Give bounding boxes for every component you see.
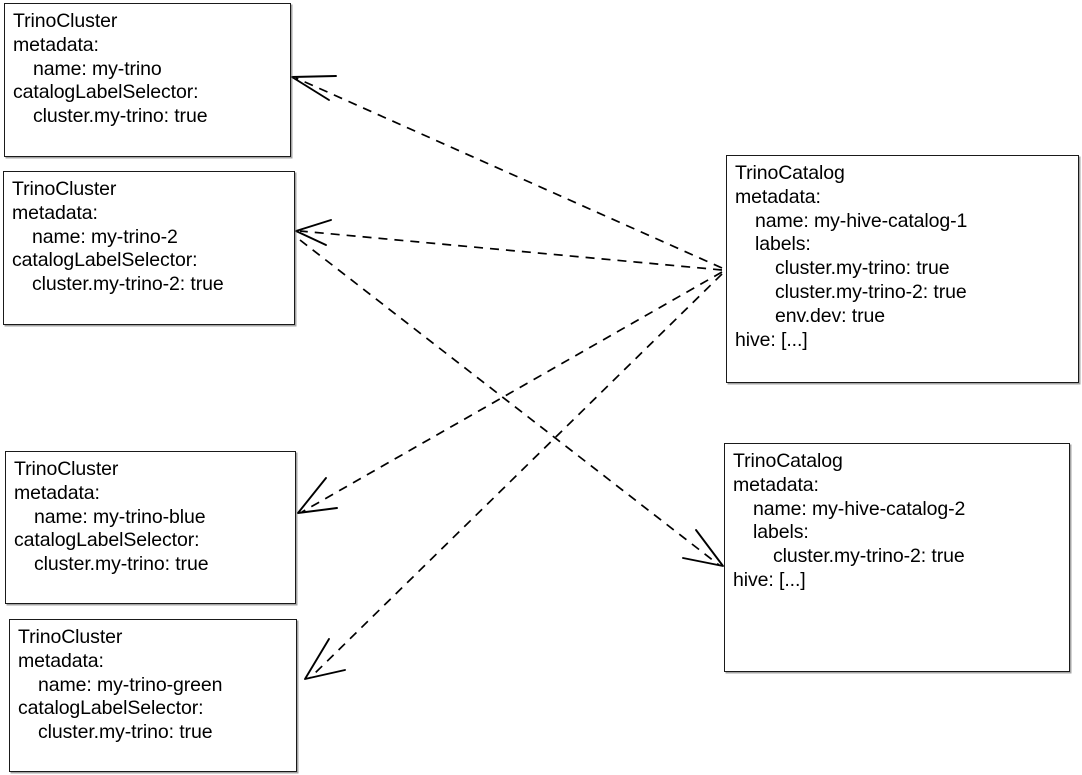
node-hive-line: hive: [...] [735, 328, 808, 351]
node-trinocluster-my-trino-blue[interactable]: TrinoCluster metadata: name: my-trino-bl… [5, 451, 296, 604]
node-selector-label: catalogLabelSelector: [18, 697, 204, 720]
node-name-line: name: my-trino-blue [34, 505, 206, 528]
node-metadata-label: metadata: [733, 473, 819, 496]
edge-my-trino-2-to-catalog2 [299, 239, 724, 567]
node-name-line: name: my-hive-catalog-2 [753, 497, 966, 520]
node-metadata-label: metadata: [12, 201, 98, 224]
node-selector-label: catalogLabelSelector: [12, 249, 198, 272]
node-labels-label: labels: [753, 521, 809, 544]
node-trinocluster-my-trino-2[interactable]: TrinoCluster metadata: name: my-trino-2 … [3, 171, 295, 325]
node-label-entry-1: cluster.my-trino: true [775, 257, 950, 280]
node-kind-label: TrinoCluster [14, 458, 119, 480]
node-trinocatalog-my-hive-catalog-1[interactable]: TrinoCatalog metadata: name: my-hive-cat… [726, 155, 1079, 383]
edge-catalog1-to-my-trino [291, 75, 723, 269]
node-trinocluster-my-trino-green[interactable]: TrinoCluster metadata: name: my-trino-gr… [9, 619, 297, 772]
node-metadata-label: metadata: [13, 33, 99, 56]
node-selector-line: cluster.my-trino: true [34, 553, 209, 576]
node-name-line: name: my-trino-2 [32, 225, 178, 248]
node-metadata-label: metadata: [14, 481, 100, 504]
node-metadata-label: metadata: [18, 649, 104, 672]
edge-catalog1-to-my-trino-green [304, 273, 723, 680]
node-labels-label: labels: [755, 233, 811, 256]
node-name-line: name: my-trino-green [38, 673, 223, 696]
edge-catalog1-to-my-trino-2 [295, 219, 723, 271]
node-kind-label: TrinoCluster [13, 10, 118, 32]
node-selector-label: catalogLabelSelector: [14, 529, 200, 552]
node-trinocatalog-my-hive-catalog-2[interactable]: TrinoCatalog metadata: name: my-hive-cat… [724, 443, 1070, 672]
node-kind-label: TrinoCatalog [735, 162, 845, 184]
node-kind-label: TrinoCluster [12, 178, 117, 200]
edge-catalog1-to-my-trino-blue [297, 271, 723, 514]
node-name-line: name: my-trino [33, 57, 162, 80]
node-label-entry-2: cluster.my-trino-2: true [775, 280, 967, 303]
node-selector-label: catalogLabelSelector: [13, 81, 199, 104]
node-trinocluster-my-trino[interactable]: TrinoCluster metadata: name: my-trino ca… [4, 3, 291, 157]
node-selector-line: cluster.my-trino: true [33, 105, 208, 128]
node-selector-line: cluster.my-trino: true [38, 721, 213, 744]
node-hive-line: hive: [...] [733, 568, 806, 591]
node-kind-label: TrinoCluster [18, 626, 123, 648]
node-kind-label: TrinoCatalog [733, 450, 843, 472]
node-label-entry-1: cluster.my-trino-2: true [773, 545, 965, 568]
node-metadata-label: metadata: [735, 185, 821, 208]
node-label-entry-3: env.dev: true [775, 304, 885, 327]
node-name-line: name: my-hive-catalog-1 [755, 209, 968, 232]
node-selector-line: cluster.my-trino-2: true [32, 273, 224, 296]
